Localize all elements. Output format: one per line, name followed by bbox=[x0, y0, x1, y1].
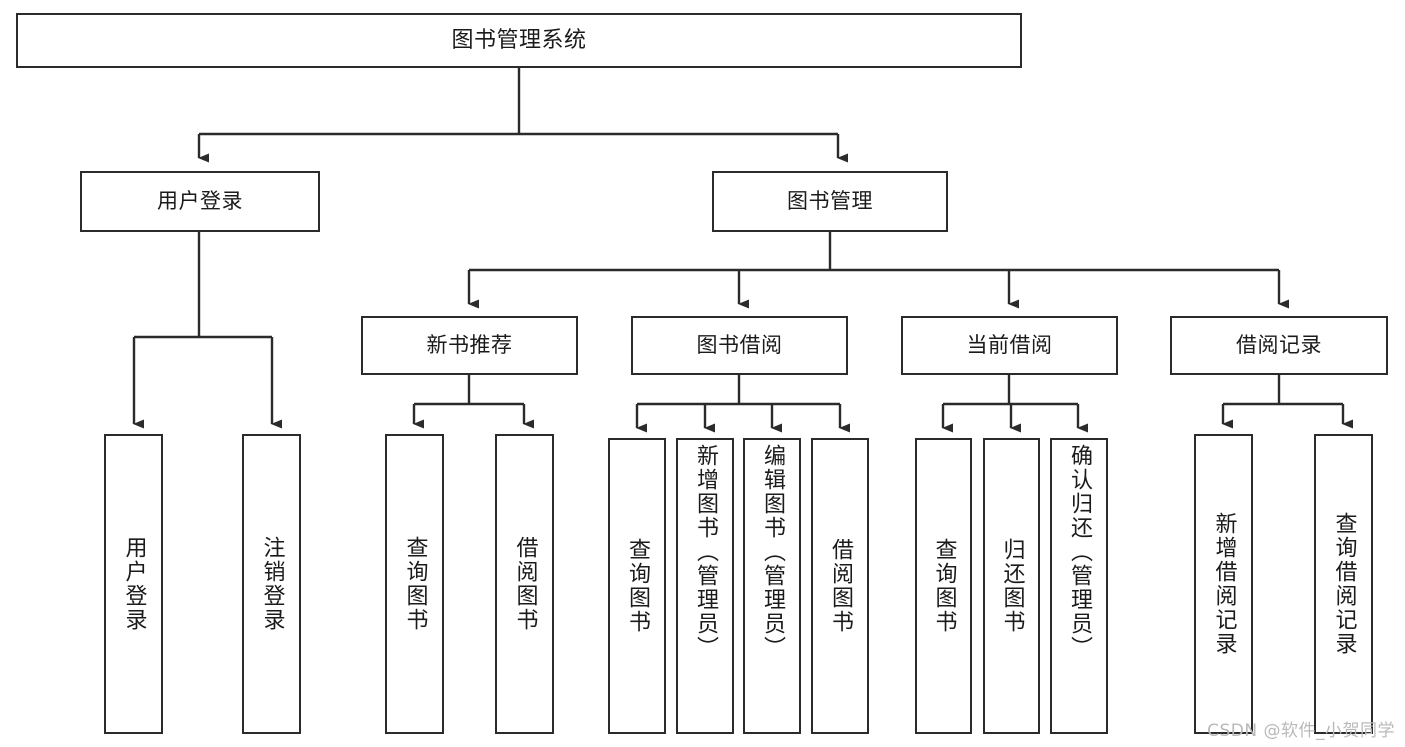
node-leaf-query-borrow-record-label: 查询借阅记录 bbox=[1331, 512, 1357, 656]
node-leaf-add-borrow-record[interactable]: 新增借阅记录 bbox=[1194, 434, 1253, 734]
node-leaf-query-book-recommend-label: 查询图书 bbox=[402, 536, 428, 632]
node-borrow-record-label: 借阅记录 bbox=[1236, 333, 1322, 358]
node-leaf-query-book-borrow-label: 查询图书 bbox=[625, 538, 650, 634]
node-current-borrow[interactable]: 当前借阅 bbox=[901, 316, 1118, 375]
node-leaf-borrow-book-label: 借阅图书 bbox=[828, 538, 853, 634]
node-book-management[interactable]: 图书管理 bbox=[712, 171, 948, 232]
node-leaf-logout-label: 注销登录 bbox=[259, 536, 285, 632]
node-book-management-label: 图书管理 bbox=[787, 189, 873, 214]
node-leaf-add-book-admin[interactable]: 新增图书（管理员） bbox=[676, 438, 734, 734]
node-current-borrow-label: 当前借阅 bbox=[966, 333, 1053, 358]
node-leaf-user-login-label: 用户登录 bbox=[121, 536, 147, 632]
node-root-system-label: 图书管理系统 bbox=[451, 27, 587, 53]
node-user-login-label: 用户登录 bbox=[157, 189, 243, 214]
node-leaf-query-book-recommend[interactable]: 查询图书 bbox=[385, 434, 444, 734]
node-leaf-confirm-return-admin-label: 确认归还（管理员） bbox=[1067, 444, 1092, 660]
node-leaf-confirm-return-admin[interactable]: 确认归还（管理员） bbox=[1050, 438, 1108, 734]
node-leaf-query-book-current[interactable]: 查询图书 bbox=[915, 438, 972, 734]
node-leaf-query-borrow-record[interactable]: 查询借阅记录 bbox=[1314, 434, 1373, 734]
node-leaf-borrow-book-recommend[interactable]: 借阅图书 bbox=[495, 434, 554, 734]
node-leaf-query-book-borrow[interactable]: 查询图书 bbox=[608, 438, 666, 734]
node-leaf-add-book-admin-label: 新增图书（管理员） bbox=[693, 444, 718, 660]
node-new-book-recommend[interactable]: 新书推荐 bbox=[361, 316, 578, 375]
node-leaf-borrow-book[interactable]: 借阅图书 bbox=[811, 438, 869, 734]
node-leaf-query-book-current-label: 查询图书 bbox=[931, 538, 957, 634]
node-leaf-logout[interactable]: 注销登录 bbox=[242, 434, 301, 734]
node-book-borrow[interactable]: 图书借阅 bbox=[631, 316, 848, 375]
node-new-book-recommend-label: 新书推荐 bbox=[426, 333, 513, 358]
node-root-system[interactable]: 图书管理系统 bbox=[16, 13, 1022, 68]
node-leaf-edit-book-admin[interactable]: 编辑图书（管理员） bbox=[743, 438, 801, 734]
node-borrow-record[interactable]: 借阅记录 bbox=[1170, 316, 1388, 375]
node-user-login[interactable]: 用户登录 bbox=[80, 171, 320, 232]
node-leaf-return-book-label: 归还图书 bbox=[999, 538, 1025, 634]
node-leaf-borrow-book-recommend-label: 借阅图书 bbox=[512, 536, 538, 632]
node-leaf-add-borrow-record-label: 新增借阅记录 bbox=[1211, 512, 1237, 656]
node-book-borrow-label: 图书借阅 bbox=[696, 333, 783, 358]
node-leaf-return-book[interactable]: 归还图书 bbox=[983, 438, 1040, 734]
node-leaf-edit-book-admin-label: 编辑图书（管理员） bbox=[760, 444, 785, 660]
node-leaf-user-login[interactable]: 用户登录 bbox=[104, 434, 163, 734]
